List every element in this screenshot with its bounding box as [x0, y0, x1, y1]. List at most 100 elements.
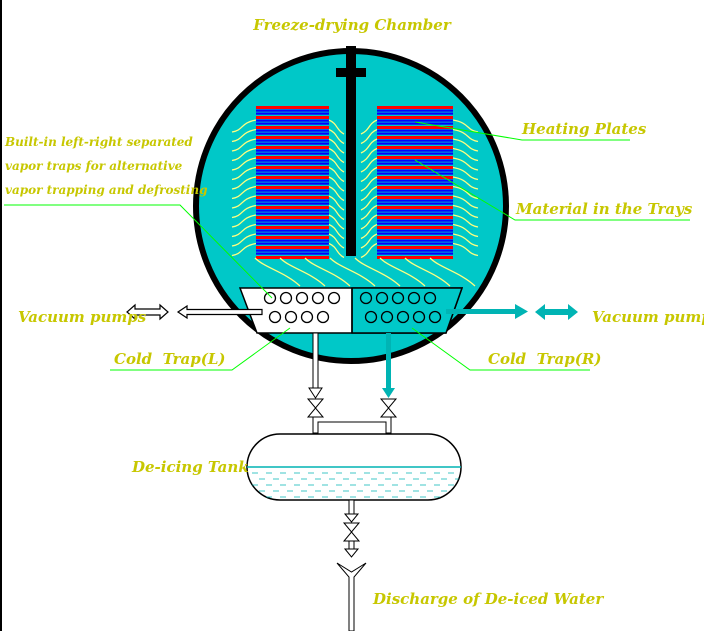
tray-material	[377, 112, 453, 115]
vapor-traps-label-line3: vapor trapping and defrosting	[5, 183, 207, 197]
tray-material	[256, 159, 329, 162]
heating-plates-label: Heating Plates	[521, 120, 647, 138]
vapor-curve	[452, 223, 479, 238]
left-drain-valve[interactable]	[306, 398, 325, 418]
vapor-curve	[328, 138, 345, 154]
deicing-tank-label: De-icing Tank	[131, 458, 249, 476]
tray-material	[256, 152, 329, 155]
leader-heating-plates	[414, 121, 630, 141]
vapor-traps-label-line1: Built-in left-right separated	[4, 135, 193, 149]
tray-material	[377, 109, 453, 112]
coil-tube	[316, 310, 330, 324]
left-shelf-stack	[256, 106, 329, 259]
discharge-arrowhead	[343, 513, 360, 523]
tray-material	[256, 122, 329, 125]
heating-plate	[377, 196, 453, 199]
heating-plate	[256, 106, 329, 109]
left-vacuum-pump-arrow	[126, 303, 169, 321]
tank-water	[247, 466, 461, 498]
tray-material	[377, 152, 453, 155]
vapor-curve	[360, 119, 378, 135]
heating-plate	[377, 236, 453, 239]
leader-cold-trap-right	[411, 327, 590, 371]
vapor-curve	[231, 185, 257, 200]
vapor-curve	[452, 128, 479, 143]
vapor-curve	[452, 195, 479, 209]
vapor-curve	[328, 233, 345, 249]
left-vacuum-pipe	[176, 304, 263, 320]
vapor-curve	[231, 166, 257, 181]
heating-plate	[377, 156, 453, 159]
tray-material	[377, 132, 453, 135]
chamber-top-cap	[339, 50, 363, 54]
right-shelf-stack	[377, 106, 453, 259]
coil-tube	[412, 310, 426, 324]
tray-material	[256, 119, 329, 122]
heating-plate	[377, 206, 453, 209]
leader-vapor-traps	[4, 204, 273, 299]
coil-tube	[295, 291, 309, 305]
vapor-curve	[429, 257, 476, 287]
heating-plate	[256, 216, 329, 219]
vapor-curve	[360, 204, 378, 221]
tray-material	[256, 219, 329, 222]
heating-plate	[256, 156, 329, 159]
vapor-curve	[231, 204, 257, 219]
heating-plate	[256, 136, 329, 139]
vapor-curve	[360, 128, 378, 145]
tray-material	[377, 149, 453, 152]
heating-plate	[256, 146, 329, 149]
vapor-curve	[328, 195, 345, 211]
heating-plate	[256, 236, 329, 239]
right-drain-valve[interactable]	[379, 398, 398, 418]
vapor-curve	[231, 128, 257, 143]
chamber-label: Freeze-drying Chamber	[252, 16, 452, 34]
discharge-outlet	[336, 562, 367, 631]
heating-plate	[377, 176, 453, 179]
tray-material	[256, 242, 329, 245]
coil-tube	[391, 291, 405, 305]
vapor-curve	[360, 223, 378, 240]
coil-tube	[268, 310, 282, 324]
vapor-curve	[360, 242, 378, 259]
heating-plate	[256, 206, 329, 209]
tray-material	[256, 132, 329, 135]
vapor-curve	[231, 223, 257, 238]
right-vacuum-pipe-head	[515, 304, 528, 319]
vapor-curve	[328, 128, 345, 145]
tray-material	[256, 162, 329, 165]
vapor-curve	[452, 157, 479, 171]
vapor-curve	[328, 157, 345, 173]
vapor-curve	[379, 257, 426, 287]
vapor-curve	[354, 257, 401, 287]
heating-plate	[256, 226, 329, 229]
leader-lines	[4, 121, 690, 371]
vapor-curve	[231, 138, 257, 152]
vapor-curve	[254, 257, 301, 287]
vapor-curve	[404, 257, 451, 287]
tray-material	[377, 189, 453, 192]
coil-tube	[327, 291, 341, 305]
tray-material	[256, 129, 329, 132]
tray-material	[377, 172, 453, 175]
cold-trap-left-coils	[263, 291, 341, 324]
coil-tube	[364, 310, 378, 324]
right-vacuum-pump-arrow	[535, 304, 578, 320]
tray-material	[256, 239, 329, 242]
tray-material	[377, 142, 453, 145]
tray-material	[377, 249, 453, 252]
vacuum-pumps-right-label: Vacuum pumps	[592, 308, 704, 326]
tray-material	[377, 169, 453, 172]
heating-plate	[256, 116, 329, 119]
vapor-curve	[231, 233, 257, 247]
discharge-valve[interactable]	[342, 522, 361, 542]
tray-material	[256, 182, 329, 185]
coil-tube	[284, 310, 298, 324]
heating-plate	[256, 256, 329, 259]
heating-plate	[377, 256, 453, 259]
tray-material	[377, 129, 453, 132]
tray-material	[256, 199, 329, 202]
right-drain-pipe	[386, 333, 391, 391]
vapor-curve	[328, 185, 345, 202]
